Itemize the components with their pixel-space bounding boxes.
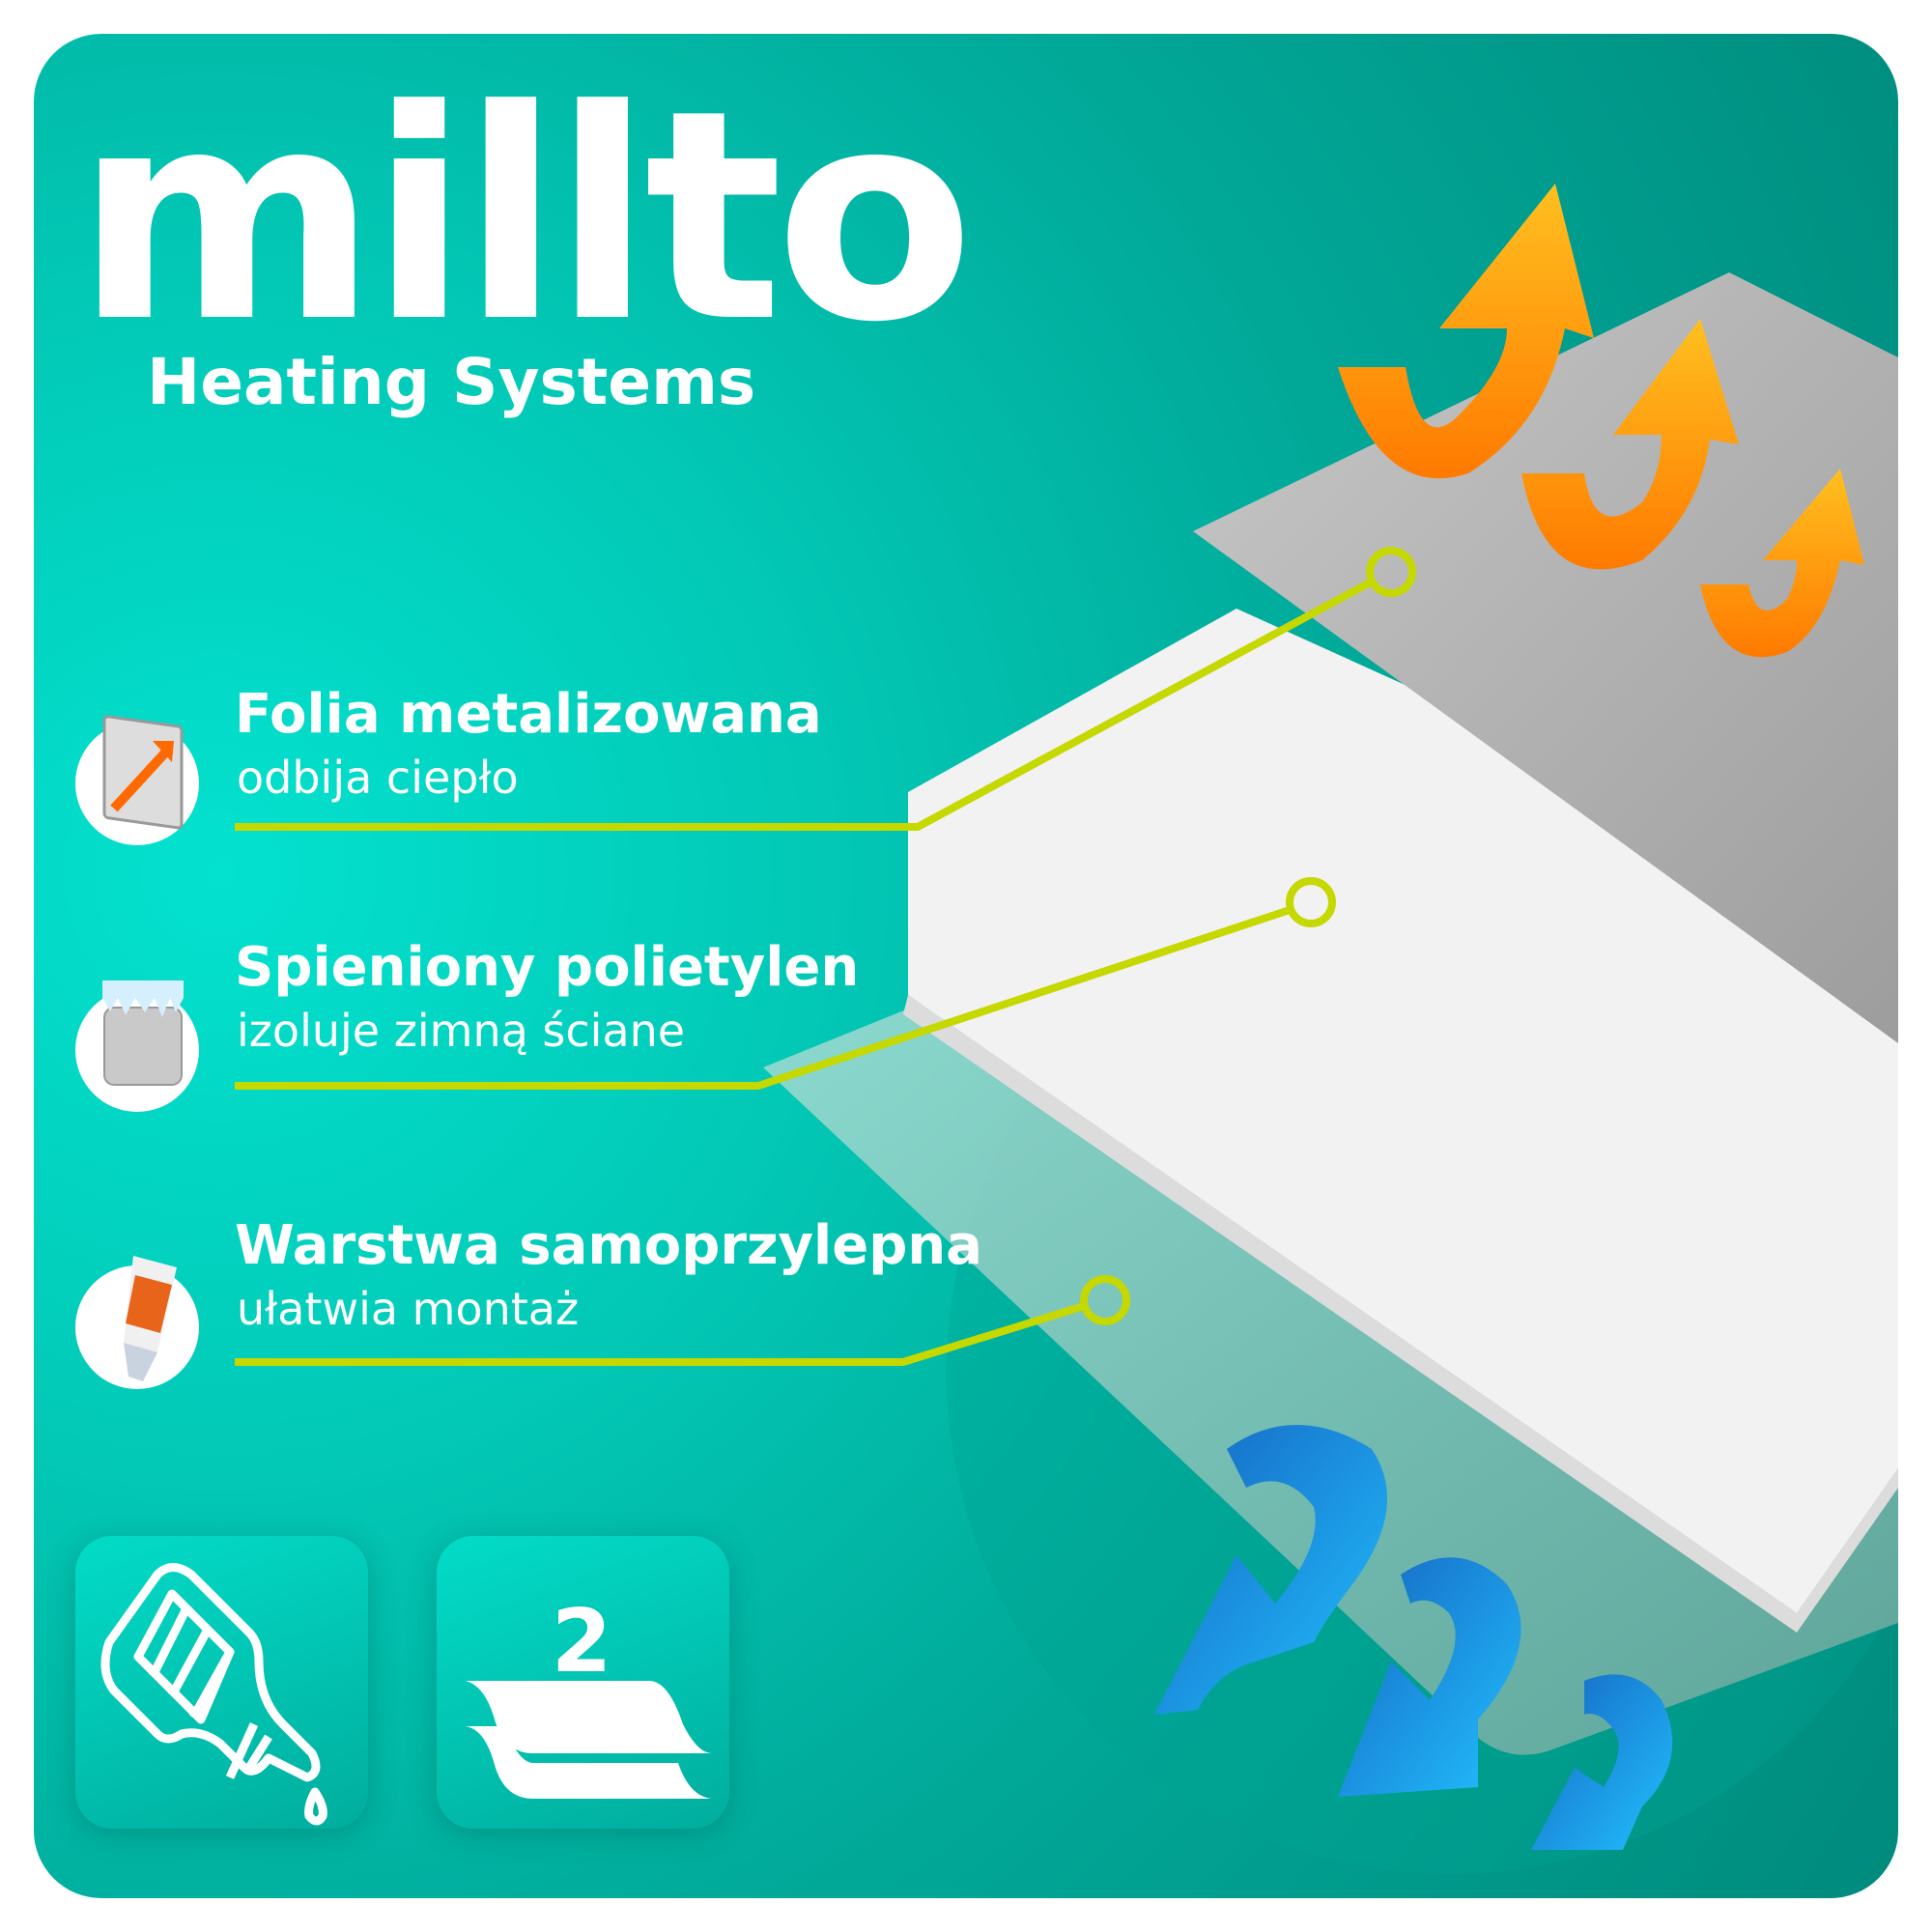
feature-title: Warstwa samoprzylepna <box>235 1214 982 1277</box>
callout-dot-foam <box>1286 877 1336 927</box>
glue-tube-icon <box>75 1256 199 1389</box>
callout-lines <box>235 547 1416 1366</box>
callout-line-adhesive <box>235 1302 1086 1366</box>
two-layers-tile: 2 <box>437 1536 729 1829</box>
brand-logo: millto <box>75 48 975 385</box>
cold-arrows-icon <box>1154 1425 1673 1850</box>
feature-subtitle: ułatwia montaż <box>237 1283 580 1335</box>
glue-bottle-tile <box>75 1536 368 1829</box>
glue-bottle-icon <box>100 1563 327 1826</box>
callout-dot-adhesive <box>1080 1275 1130 1325</box>
product-illustration <box>235 184 1898 1874</box>
callout-line-foil <box>235 578 1374 831</box>
foil-layer <box>1193 272 1898 1043</box>
feature-subtitle: odbija ciepło <box>237 752 519 804</box>
heat-arrows-icon <box>1338 184 1864 658</box>
feature-title: Spieniony polietylen <box>235 936 860 999</box>
product-banner: millto Heating Systems Folia metalizowan… <box>34 34 1898 1898</box>
adhesive-layer <box>763 985 1898 1755</box>
feature-title: Folia metalizowana <box>235 683 822 746</box>
brand-tagline: Heating Systems <box>147 345 756 419</box>
two-layers-icon: 2 <box>466 1589 712 1799</box>
reflective-foil-icon <box>75 715 199 845</box>
layer-count: 2 <box>552 1591 612 1692</box>
callout-dot-foil <box>1366 547 1416 597</box>
frozen-cube-icon <box>75 980 199 1112</box>
callout-line-foam <box>235 906 1292 1090</box>
feature-subtitle: izoluje zimną ściane <box>237 1005 686 1057</box>
